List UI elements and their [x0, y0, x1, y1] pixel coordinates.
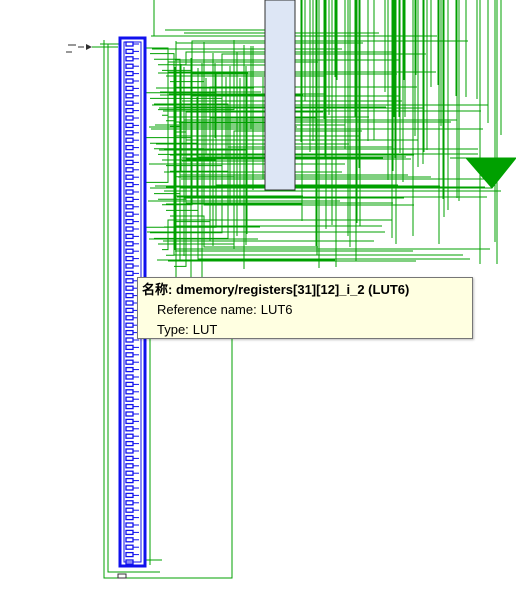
- tooltip-type-value: LUT: [192, 322, 218, 337]
- tooltip-type-line: Type:LUT: [142, 320, 468, 340]
- selected-pin: [125, 48, 134, 55]
- selected-pin: [125, 426, 134, 432]
- selected-pin: [125, 248, 134, 254]
- selected-pin: [125, 374, 134, 380]
- selected-pin: [125, 544, 134, 550]
- selected-pin: [125, 218, 134, 225]
- selected-pin: [125, 322, 134, 328]
- selected-pin: [125, 41, 134, 47]
- tooltip-name-value: dmemory/registers[31][12]_i_2 (LUT6): [175, 282, 410, 297]
- selected-pin: [125, 93, 134, 99]
- selected-pin: [125, 144, 134, 151]
- selected-pin: [125, 403, 134, 410]
- selected-pin: [125, 537, 134, 543]
- selected-pin: [125, 492, 134, 499]
- selected-pin: [125, 389, 134, 395]
- selected-pin: [125, 359, 134, 365]
- selected-pin: [125, 300, 134, 306]
- selected-pin: [125, 263, 134, 269]
- selected-pin: [125, 189, 134, 195]
- selected-pin: [125, 115, 134, 121]
- selected-pin: [125, 122, 134, 129]
- selected-pin: [125, 381, 134, 388]
- selected-pin: [125, 352, 134, 358]
- selected-pin: [125, 233, 134, 240]
- tooltip-name-label: 名称:: [142, 282, 173, 297]
- selected-pin: [125, 433, 134, 439]
- tooltip-title: 名称: dmemory/registers[31][12]_i_2 (LUT6): [142, 280, 468, 300]
- selected-pin: [125, 396, 134, 402]
- selected-pin: [125, 551, 134, 558]
- selected-pin: [125, 285, 134, 291]
- selected-pin: [125, 522, 134, 528]
- tooltip-ref-value: LUT6: [260, 302, 293, 317]
- selected-pin: [125, 152, 134, 158]
- selected-pin: [125, 440, 134, 447]
- selected-pin: [125, 196, 134, 203]
- selected-pin: [125, 477, 134, 484]
- port-arrow: [86, 44, 92, 50]
- selected-pin: [125, 130, 134, 136]
- selected-pin: [125, 411, 134, 417]
- input-ports[interactable]: [66, 44, 118, 53]
- selected-pin: [125, 315, 134, 321]
- selected-pin: [125, 278, 134, 284]
- selected-pin: [125, 211, 134, 217]
- selected-pin: [125, 70, 134, 77]
- selected-pin: [125, 329, 134, 336]
- selected-pin: [125, 485, 134, 491]
- selected-pin: [125, 500, 134, 506]
- net-wires[interactable]: [100, 0, 502, 579]
- cell-tooltip: 名称: dmemory/registers[31][12]_i_2 (LUT6)…: [137, 277, 473, 339]
- port-stubs: [66, 44, 84, 53]
- selected-pin: [125, 204, 134, 210]
- selected-pin: [125, 159, 134, 166]
- buffer-shape: [464, 157, 516, 189]
- selected-pin: [125, 78, 134, 84]
- selected-pin: [125, 418, 134, 425]
- selected-pin: [125, 337, 134, 343]
- selected-pin: [125, 507, 134, 513]
- selected-pin: [125, 307, 134, 314]
- memory-block: [264, 0, 296, 191]
- selected-pin: [125, 463, 134, 469]
- selected-pin: [125, 137, 134, 143]
- selected-pin: [125, 255, 134, 262]
- selected-pin: [125, 529, 134, 536]
- selected-pin: [125, 514, 134, 521]
- buffer-triangle[interactable]: [450, 157, 516, 189]
- selected-pin: [125, 85, 134, 92]
- selected-pin: [125, 107, 134, 114]
- tooltip-reference-line: Reference name:LUT6: [142, 300, 468, 320]
- selected-pin: [125, 270, 134, 277]
- selected-pin: [125, 181, 134, 188]
- selected-pin: [125, 366, 134, 373]
- selected-pin: [125, 241, 134, 247]
- selected-pin: [125, 448, 134, 454]
- tooltip-type-label: Type:: [157, 322, 189, 337]
- tooltip-ref-label: Reference name:: [157, 302, 257, 317]
- selected-pin: [125, 226, 134, 232]
- selected-pin: [125, 100, 134, 106]
- selected-pin: [125, 344, 134, 351]
- selected-pin: [125, 56, 134, 62]
- selected-pin: [125, 167, 134, 173]
- output-port: [117, 573, 127, 579]
- selected-pin: [125, 63, 134, 69]
- selected-pin: [125, 174, 134, 180]
- selected-pin: [125, 455, 134, 462]
- selected-pin: [125, 470, 134, 476]
- selected-pin: [125, 292, 134, 299]
- cell-blocks[interactable]: [264, 0, 296, 191]
